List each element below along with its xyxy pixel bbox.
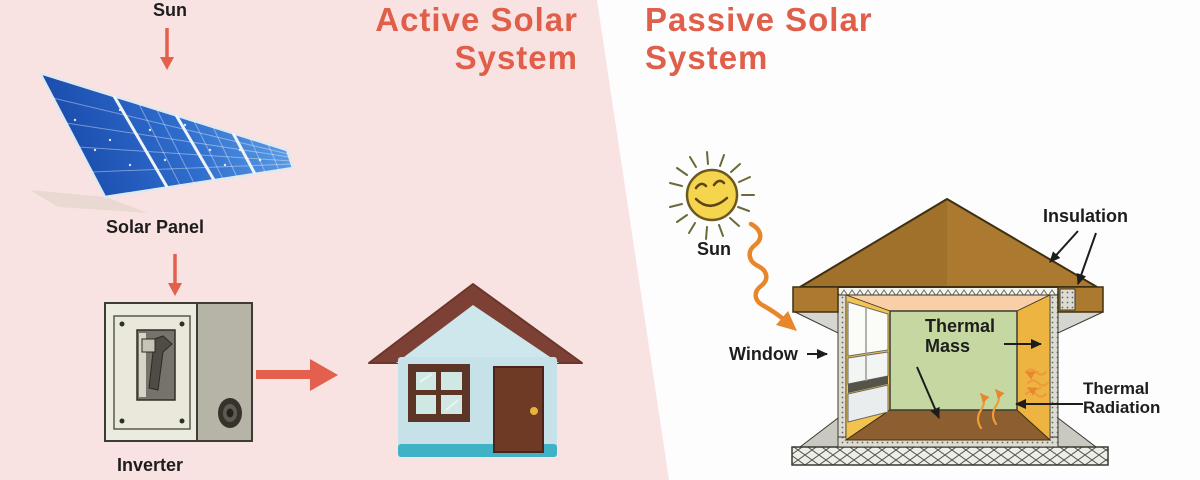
thermal-mass-label: Thermal Mass xyxy=(925,316,996,356)
sun-icon xyxy=(669,151,755,240)
inverter-to-house-arrow-icon xyxy=(256,359,338,391)
inverter-illustration xyxy=(104,302,253,442)
sun-label-passive: Sun xyxy=(697,239,731,259)
annotation-arrows xyxy=(807,230,1097,419)
passive-title: Passive Solar System xyxy=(645,1,873,76)
thermal-radiation-label: Thermal Radiation xyxy=(1083,379,1161,417)
window-label: Window xyxy=(729,344,798,364)
inverter-label: Inverter xyxy=(116,455,184,475)
insulation-label: Insulation xyxy=(1043,206,1128,226)
solar-panel-label: Solar Panel xyxy=(106,217,205,237)
sun-label-active: Sun xyxy=(153,0,187,20)
thermal-radiation-icon xyxy=(976,368,1050,430)
sunlight-wavy-arrow-icon xyxy=(747,221,797,331)
house-illustration xyxy=(368,283,583,457)
panel-to-inverter-arrow-icon xyxy=(168,254,182,296)
solar-panel-illustration xyxy=(30,71,295,213)
active-title: Active Solar System xyxy=(375,1,578,76)
sun-down-arrow-icon xyxy=(160,28,174,70)
